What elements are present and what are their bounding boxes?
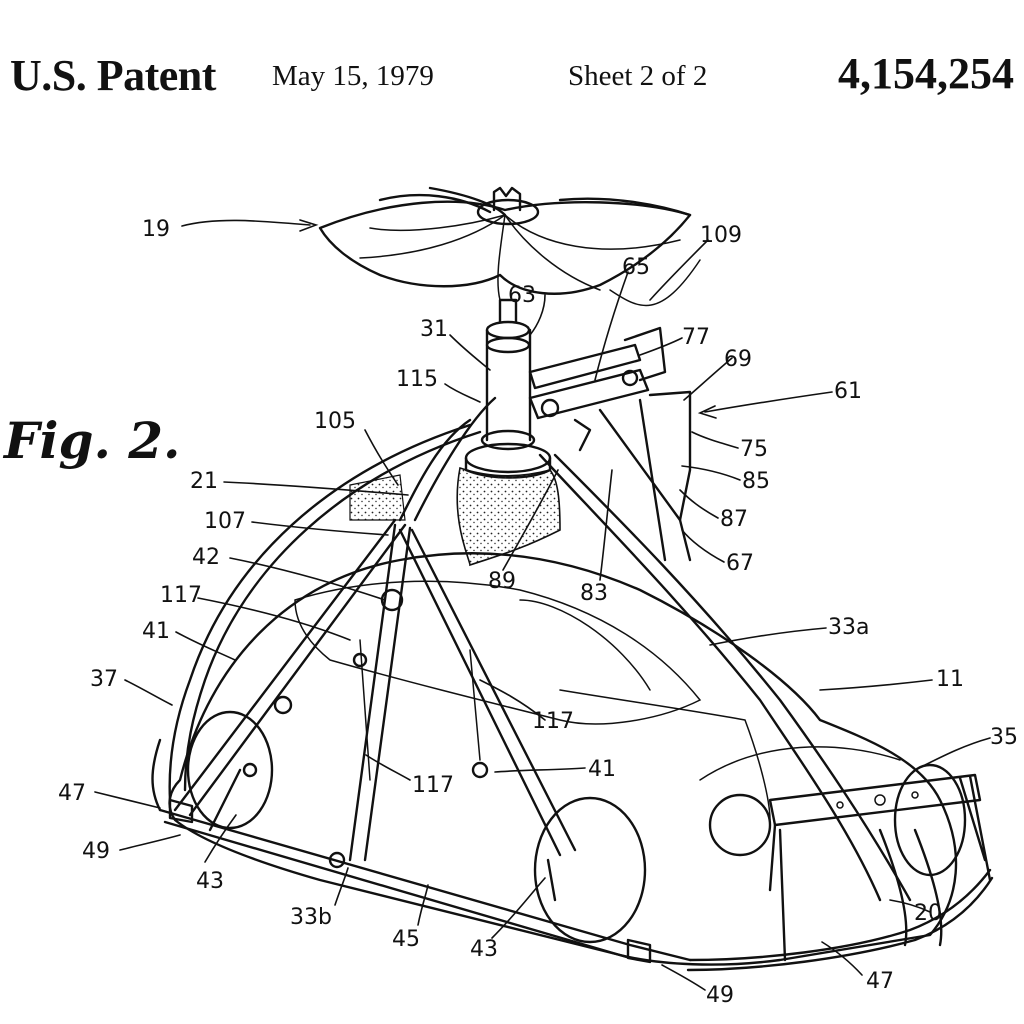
ref-105: 105 xyxy=(314,409,356,434)
patent-header: U.S. Patent May 15, 1979 Sheet 2 of 2 4,… xyxy=(0,0,1024,120)
ref-63: 63 xyxy=(508,283,536,308)
ref-49-right: 49 xyxy=(706,983,734,1008)
ref-41-upper: 41 xyxy=(142,619,170,644)
reference-numerals: 19 109 65 63 77 31 69 115 61 105 75 85 2… xyxy=(58,217,1018,1008)
figure-label: Fig. 2. xyxy=(2,411,180,470)
ref-117-lower: 117 xyxy=(412,773,454,798)
ref-69: 69 xyxy=(724,347,752,372)
ref-85: 85 xyxy=(742,469,770,494)
ref-87: 87 xyxy=(720,507,748,532)
ref-83: 83 xyxy=(580,581,608,606)
ref-89: 89 xyxy=(488,569,516,594)
ref-21: 21 xyxy=(190,469,218,494)
ref-41-lower: 41 xyxy=(588,757,616,782)
canopy-frame-illustration xyxy=(168,423,912,902)
propeller-illustration xyxy=(318,186,701,307)
ref-115: 115 xyxy=(396,367,438,392)
ref-107: 107 xyxy=(204,509,246,534)
sheet-number: Sheet 2 of 2 xyxy=(568,60,708,92)
ref-42: 42 xyxy=(192,545,220,570)
rotor-mast-illustration xyxy=(464,298,552,479)
ref-117-upper: 117 xyxy=(160,583,202,608)
ref-33b: 33b xyxy=(290,905,332,930)
ref-61: 61 xyxy=(834,379,862,404)
ref-67: 67 xyxy=(726,551,754,576)
ref-47-left: 47 xyxy=(58,781,86,806)
patent-label: U.S. Patent xyxy=(10,51,216,100)
ref-19: 19 xyxy=(142,217,170,242)
ref-33a: 33a xyxy=(828,615,869,640)
patent-date: May 15, 1979 xyxy=(272,60,434,92)
ref-11: 11 xyxy=(936,667,964,692)
leader-lines xyxy=(94,219,991,991)
ref-109: 109 xyxy=(700,223,742,248)
ref-43-right: 43 xyxy=(470,937,498,962)
base-ring-illustration xyxy=(151,738,994,972)
ref-20: 20 xyxy=(914,901,942,926)
car-body-illustration xyxy=(168,552,967,966)
ref-77: 77 xyxy=(682,325,710,350)
ref-49-left: 49 xyxy=(82,839,110,864)
front-bumper-illustration xyxy=(768,773,992,962)
ref-47-right: 47 xyxy=(866,969,894,994)
ref-35: 35 xyxy=(990,725,1018,750)
ref-37: 37 xyxy=(90,667,118,692)
ref-75: 75 xyxy=(740,437,768,462)
ref-45: 45 xyxy=(392,927,420,952)
ref-117-middle: 117 xyxy=(532,709,574,734)
ref-65: 65 xyxy=(622,255,650,280)
patent-number: 4,154,254 xyxy=(838,49,1014,98)
ref-43-left: 43 xyxy=(196,869,224,894)
ref-31: 31 xyxy=(420,317,448,342)
support-struts-illustration xyxy=(173,396,577,862)
